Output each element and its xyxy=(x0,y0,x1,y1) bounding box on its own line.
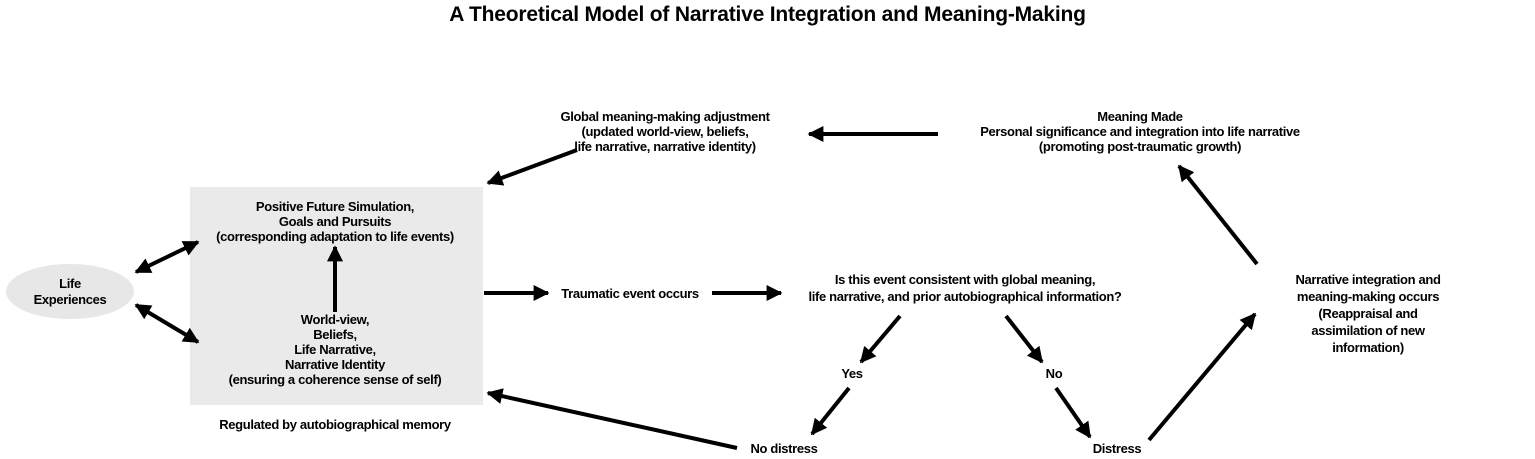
edge-global-meaning-adjustment-to-framework-box xyxy=(486,148,578,186)
distress-label: Distress xyxy=(1092,441,1142,456)
diagram-title: A Theoretical Model of Narrative Integra… xyxy=(449,3,1086,26)
traumatic-event-label: Traumatic event occurs xyxy=(561,286,699,301)
edge-distress-label-to-narrative-integration xyxy=(1147,312,1257,442)
edge-no-label-to-distress-label xyxy=(1054,386,1092,439)
edge-narrative-integration-to-meaning-made xyxy=(1177,164,1259,266)
edge-no-distress-label-to-framework-box xyxy=(486,388,738,450)
edge-yes-label-to-no-distress-label xyxy=(810,386,851,436)
edge-consistency-question-to-yes-label xyxy=(859,314,902,364)
regulated-caption: Regulated by autobiographical memory xyxy=(219,417,451,432)
positive-future-simulation-label: Positive Future Simulation, Goals and Pu… xyxy=(216,199,454,244)
yes-label: Yes xyxy=(841,366,863,381)
global-meaning-adjustment-label: Global meaning-making adjustment (update… xyxy=(560,109,770,154)
life-experiences-label: Life Experiences xyxy=(33,275,107,307)
edge-life-experiences-to-positive-future-simulation xyxy=(134,240,200,274)
edge-life-experiences-to-world-view-beliefs xyxy=(134,303,200,344)
no-label: No xyxy=(1045,366,1063,381)
edge-consistency-question-to-no-label xyxy=(1004,314,1044,364)
life-experiences-ellipse: Life Experiences xyxy=(6,264,134,319)
meaning-made-label: Meaning Made Personal significance and i… xyxy=(980,109,1300,154)
consistency-question-label: Is this event consistent with global mea… xyxy=(808,272,1122,304)
world-view-beliefs-label: World-view, Beliefs, Life Narrative, Nar… xyxy=(228,312,442,387)
no-distress-label: No distress xyxy=(750,441,818,456)
narrative-integration-label: Narrative integration and meaning-making… xyxy=(1295,272,1441,355)
